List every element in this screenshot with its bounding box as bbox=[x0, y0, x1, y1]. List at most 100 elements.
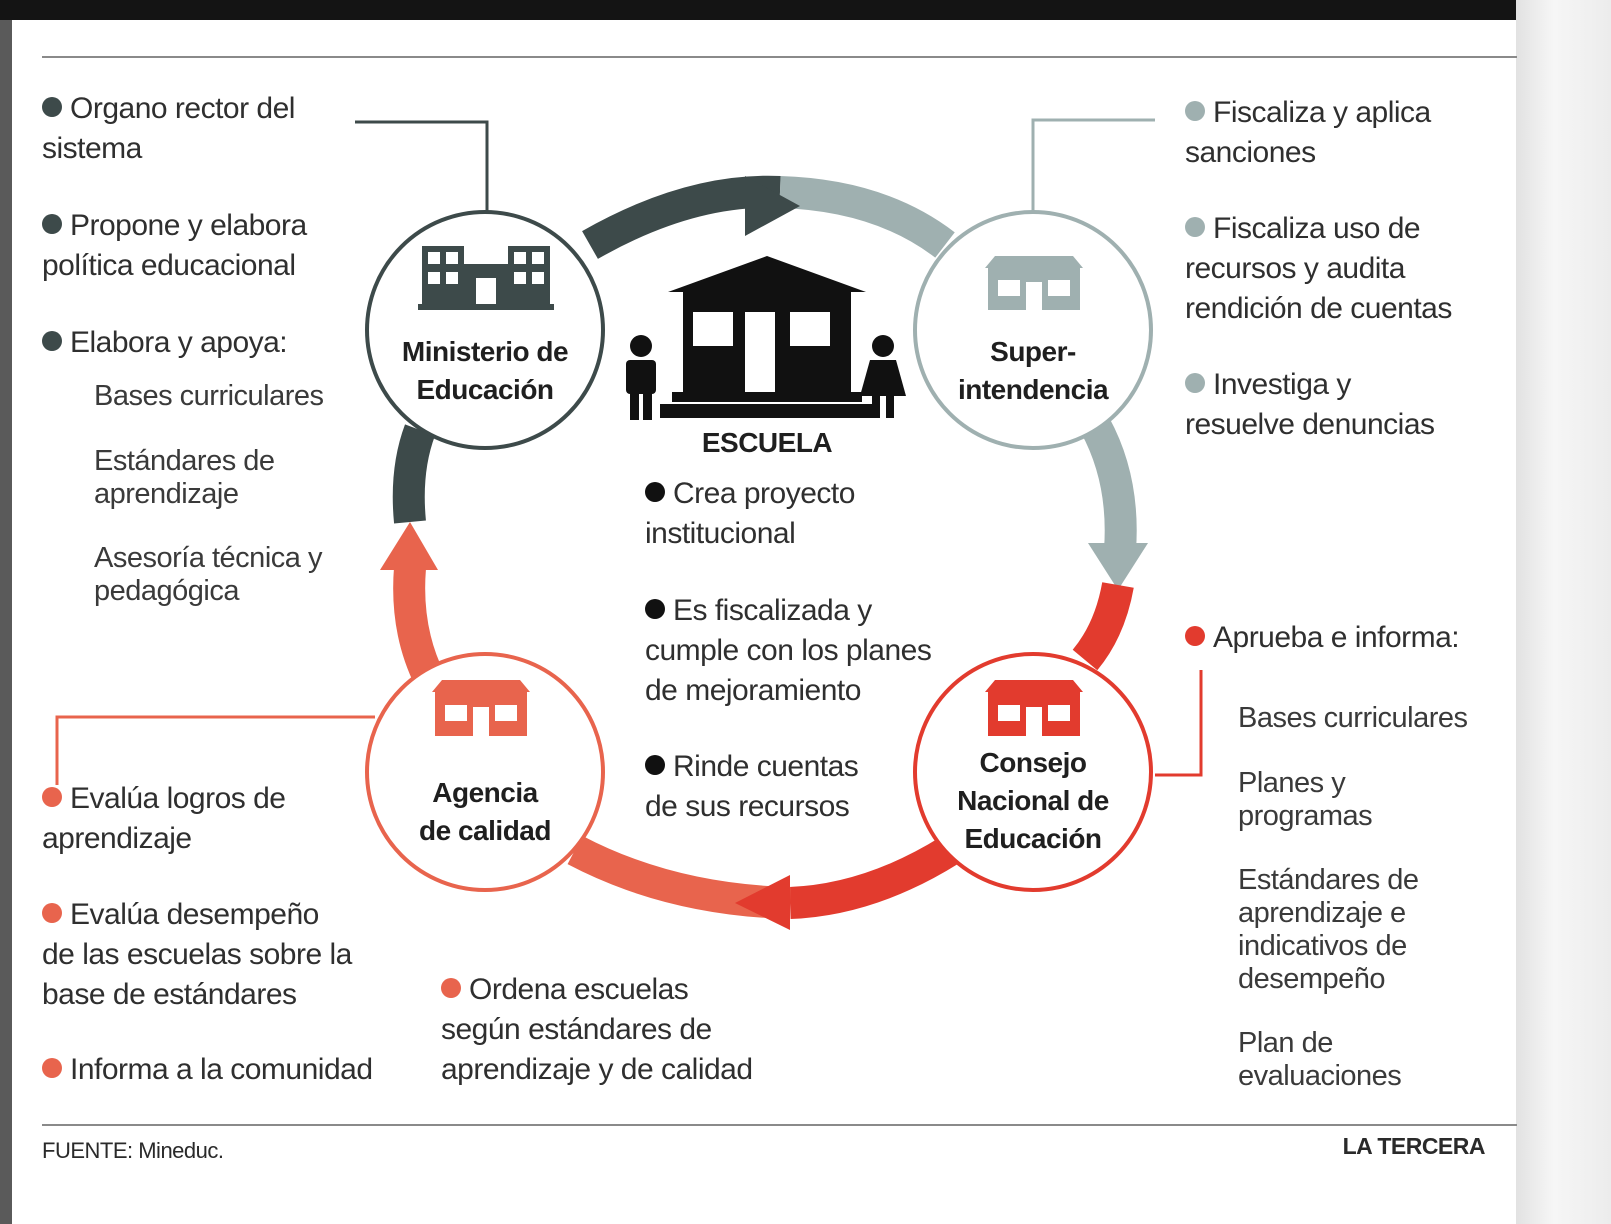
agencia-ordena-text: aprendizaje y de calidad bbox=[441, 1053, 753, 1086]
consejo-subitem: Planes y programas bbox=[1238, 767, 1373, 833]
escuela-item-text: Crea proyecto bbox=[673, 477, 855, 510]
agencia-item-text: Informa a la comunidad bbox=[70, 1053, 373, 1086]
consejo-label-line3: Educación bbox=[964, 823, 1102, 854]
escuela-item: Crea proyecto institucional bbox=[645, 474, 855, 554]
building-icon bbox=[432, 680, 530, 736]
bullet-dot bbox=[1185, 626, 1205, 646]
building-icon bbox=[985, 680, 1083, 736]
agencia-item-text: aprendizaje bbox=[42, 822, 192, 855]
agencia-connector bbox=[55, 715, 375, 785]
agencia-ordena-text: Ordena escuelas bbox=[469, 973, 689, 1006]
agencia-item-text: de las escuelas sobre la bbox=[42, 938, 352, 971]
consejo-subitem: Bases curriculares bbox=[1238, 702, 1468, 735]
ministerio-label: Ministerio de Educación bbox=[375, 333, 595, 409]
agencia-ordena-text: según estándares de bbox=[441, 1013, 712, 1046]
ministerio-item: Elabora y apoya: bbox=[42, 323, 288, 363]
ministerio-item-text: Propone y elabora bbox=[70, 209, 307, 242]
bullet-dot bbox=[42, 1058, 62, 1078]
bottom-rule bbox=[42, 1124, 1517, 1126]
super-label: Super- intendencia bbox=[923, 333, 1143, 409]
escuela-item: Rinde cuentas de sus recursos bbox=[645, 747, 859, 827]
ministerio-item: Organo rector del sistema bbox=[42, 89, 295, 169]
agencia-circle bbox=[365, 652, 605, 892]
consejo-heading-text: Aprueba e informa: bbox=[1213, 621, 1460, 654]
consejo-subitem-text: indicativos de bbox=[1238, 930, 1407, 962]
ministerio-subitem: Bases curriculares bbox=[94, 380, 324, 413]
super-item-text: Investiga y bbox=[1213, 368, 1351, 401]
consejo-subitem-text: Planes y bbox=[1238, 767, 1346, 799]
bullet-dot bbox=[1185, 217, 1205, 237]
bullet-dot bbox=[42, 97, 62, 117]
consejo-heading: Aprueba e informa: bbox=[1185, 618, 1460, 658]
building-icon bbox=[985, 256, 1083, 310]
ministerio-item-text: Organo rector del bbox=[70, 92, 295, 125]
ministerio-item-text: Elabora y apoya: bbox=[70, 326, 288, 359]
ministerio-subitem: Estándares de aprendizaje bbox=[94, 445, 275, 511]
escuela-item-text: cumple con los planes bbox=[645, 634, 932, 667]
bullet-dot bbox=[645, 755, 665, 775]
bullet-dot bbox=[1185, 101, 1205, 121]
agencia-item-text: base de estándares bbox=[42, 978, 297, 1011]
arc-consejo-agencia bbox=[789, 836, 959, 919]
office-building-icon bbox=[418, 246, 554, 310]
super-item: Fiscaliza y aplica sanciones bbox=[1185, 93, 1431, 173]
consejo-connector bbox=[1155, 670, 1203, 777]
consejo-subitem-text: Bases curriculares bbox=[1238, 702, 1468, 734]
escuela-item-text: institucional bbox=[645, 517, 796, 550]
arrow-head-left bbox=[380, 522, 438, 570]
bullet-dot bbox=[42, 787, 62, 807]
arc-ministerio-super-tail bbox=[779, 176, 955, 258]
agencia-item-text: Evalúa desempeño bbox=[70, 898, 319, 931]
arc-agencia-ministerio-upper bbox=[392, 424, 436, 524]
super-item-text: Fiscaliza uso de bbox=[1213, 212, 1421, 245]
brand-logo: LA TERCERA bbox=[1342, 1133, 1486, 1159]
arrow-head-top bbox=[745, 176, 800, 236]
ministerio-subitem-text: Estándares de bbox=[94, 445, 275, 477]
ministerio-subitem-text: aprendizaje bbox=[94, 478, 239, 510]
bullet-dot bbox=[42, 903, 62, 923]
ministerio-label-line1: Ministerio de bbox=[401, 336, 569, 367]
super-item-text: sanciones bbox=[1185, 136, 1316, 169]
ministerio-circle bbox=[365, 210, 605, 450]
escuela-item-text: de mejoramiento bbox=[645, 674, 861, 707]
ministerio-subitem-text: Asesoría técnica y bbox=[94, 542, 322, 574]
source-note: FUENTE: Mineduc. bbox=[42, 1138, 224, 1163]
consejo-subitem-text: Estándares de bbox=[1238, 864, 1419, 896]
bullet-dot bbox=[42, 214, 62, 234]
page-right-margin bbox=[1516, 0, 1611, 1224]
super-label-line1: Super- bbox=[990, 336, 1076, 367]
agencia-ordena-item: Ordena escuelas según estándares de apre… bbox=[441, 970, 753, 1090]
consejo-subitem-text: aprendizaje e bbox=[1238, 897, 1406, 929]
page-left-edge bbox=[0, 20, 12, 1224]
super-item-text: resuelve denuncias bbox=[1185, 408, 1435, 441]
agencia-label: Agencia de calidad bbox=[375, 774, 595, 850]
consejo-subitem: Plan de evaluaciones bbox=[1238, 1027, 1402, 1093]
consejo-circle bbox=[913, 652, 1153, 892]
super-circle bbox=[913, 210, 1153, 450]
ministerio-subitem-text: Bases curriculares bbox=[94, 380, 324, 412]
agencia-item: Evalúa desempeño de las escuelas sobre l… bbox=[42, 895, 352, 1015]
bullet-dot bbox=[42, 331, 62, 351]
arc-agencia-ministerio bbox=[393, 566, 445, 688]
consejo-label: Consejo Nacional de Educación bbox=[923, 744, 1143, 858]
super-item-text: Fiscaliza y aplica bbox=[1213, 96, 1431, 129]
consejo-subitem: Estándares de aprendizaje e indicativos … bbox=[1238, 864, 1419, 996]
arrow-head-right bbox=[1088, 543, 1148, 590]
agencia-label-line2: de calidad bbox=[419, 815, 551, 846]
agencia-item: Informa a la comunidad bbox=[42, 1050, 373, 1090]
consejo-subitem-text: Plan de bbox=[1238, 1027, 1333, 1059]
escuela-title: ESCUELA bbox=[701, 427, 833, 458]
arc-consejo-lower bbox=[1072, 581, 1134, 671]
agencia-item-text: Evalúa logros de bbox=[70, 782, 286, 815]
bullet-dot bbox=[645, 482, 665, 502]
school-house-icon bbox=[660, 256, 874, 418]
ministerio-subitem-text: pedagógica bbox=[94, 575, 239, 607]
ministerio-subitem: Asesoría técnica y pedagógica bbox=[94, 542, 322, 608]
consejo-subitem-text: evaluaciones bbox=[1238, 1060, 1402, 1092]
ministerio-connector bbox=[355, 120, 489, 212]
arc-super-consejo bbox=[1080, 417, 1137, 552]
consejo-subitem-text: programas bbox=[1238, 800, 1373, 832]
agencia-item: Evalúa logros de aprendizaje bbox=[42, 779, 286, 859]
bullet-dot bbox=[441, 978, 461, 998]
